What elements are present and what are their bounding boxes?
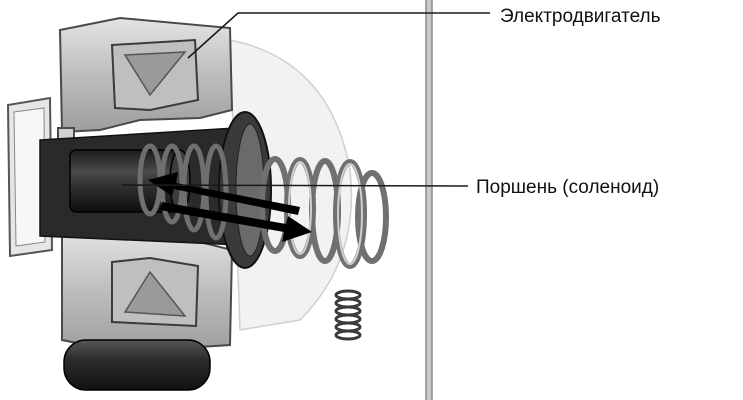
piston-label: Поршень (соленоид) — [476, 177, 660, 198]
leader-lines — [121, 12, 490, 187]
motor-housing — [57, 16, 234, 354]
motor-label: Электродвигатель — [500, 6, 661, 27]
piston-leader-line — [121, 184, 469, 187]
motor-leader-line — [187, 12, 490, 59]
small-coil-spring — [334, 289, 362, 341]
bottom-roller — [63, 339, 211, 391]
arrow-left-icon — [148, 172, 300, 215]
arrow-right-icon — [160, 202, 312, 242]
mounting-panel — [425, 0, 433, 400]
motion-arrows — [148, 172, 312, 242]
